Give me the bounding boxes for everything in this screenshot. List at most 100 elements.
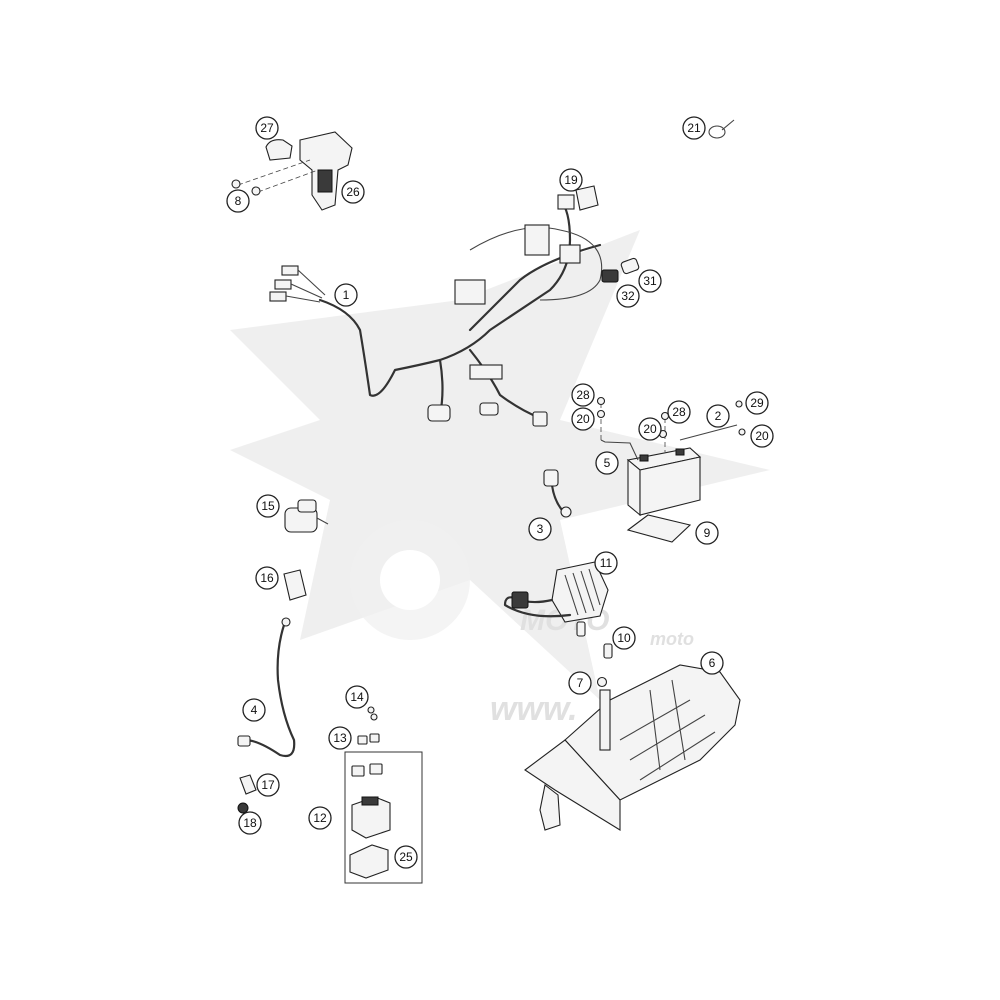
- callout-13: 13: [328, 726, 352, 750]
- callout-18: 18: [238, 811, 262, 835]
- main-wiring-harness: [269, 194, 603, 427]
- cable-tie-loop: [708, 125, 726, 139]
- svg-text:20: 20: [576, 412, 590, 426]
- callout-15: 15: [256, 494, 280, 518]
- nut-18: [237, 802, 249, 814]
- svg-text:5: 5: [604, 456, 611, 470]
- regulator-plug: [511, 591, 529, 609]
- regulator-fins: [564, 568, 601, 616]
- connector-19: [575, 185, 599, 211]
- callout-9: 9: [695, 521, 719, 545]
- svg-text:1: 1: [343, 288, 350, 302]
- callout-16: 16: [255, 566, 279, 590]
- switch-bracket-assembly: [231, 131, 353, 211]
- svg-text:19: 19: [564, 173, 578, 187]
- battery-terminal-neg: [639, 454, 649, 462]
- callout-4: 4: [242, 698, 266, 722]
- relay-15-cap: [297, 499, 317, 513]
- switch-27: [265, 139, 293, 161]
- callout-28-right: 28: [667, 400, 691, 424]
- fuse-12-b: [369, 763, 383, 775]
- fuse-13-b: [369, 733, 380, 743]
- callout-8: 8: [226, 189, 250, 213]
- sensors-31-32: [601, 257, 640, 283]
- bracket-26-detail: [317, 169, 333, 193]
- svg-text:16: 16: [260, 571, 274, 585]
- watermark-url: www.: [490, 690, 578, 728]
- callout-27: 27: [255, 116, 279, 140]
- svg-text:29: 29: [750, 396, 764, 410]
- svg-text:28: 28: [672, 405, 686, 419]
- svg-text:7: 7: [577, 676, 584, 690]
- battery-terminal-pos: [675, 448, 685, 456]
- svg-text:14: 14: [350, 690, 364, 704]
- tray-6-ribs: [619, 679, 716, 781]
- svg-text:32: 32: [621, 289, 635, 303]
- callout-11: 11: [594, 551, 618, 575]
- battery-cable-left: [600, 439, 639, 461]
- relay-group-12: [344, 751, 423, 884]
- harness-junction-3: [559, 244, 581, 264]
- callout-32: 32: [616, 284, 640, 308]
- callout-3: 3: [528, 517, 552, 541]
- battery-5-front: [627, 458, 641, 517]
- callout-2: 2: [706, 404, 730, 428]
- harness-junction-2: [524, 224, 550, 256]
- screw-8-a: [231, 179, 241, 189]
- screw-8-b: [251, 186, 261, 196]
- plug-14-b: [370, 713, 378, 721]
- tray-6-post: [599, 689, 611, 751]
- leader-8-a: [237, 159, 311, 186]
- sensor-3: [543, 469, 572, 518]
- harness-loop: [469, 227, 603, 301]
- callout-1: 1: [334, 283, 358, 307]
- callout-14: 14: [345, 685, 369, 709]
- bolt-2: [679, 424, 738, 441]
- sensor-3-plug: [543, 469, 559, 487]
- harness-branch-mid: [468, 348, 542, 420]
- svg-text:13: 13: [333, 731, 347, 745]
- svg-text:21: 21: [687, 121, 701, 135]
- callout-12: 12: [308, 806, 332, 830]
- washer-20-left: [596, 409, 606, 419]
- callout-10: 10: [612, 626, 636, 650]
- bracket-16: [283, 569, 307, 601]
- callout-19: 19: [559, 168, 583, 192]
- sensor-3-head: [560, 506, 572, 518]
- svg-text:8: 8: [235, 194, 242, 208]
- battery-5-side: [639, 456, 701, 516]
- fuse-13-a: [357, 735, 368, 745]
- callout-31: 31: [638, 269, 662, 293]
- callout-26: 26: [341, 180, 365, 204]
- connector-front-c: [532, 411, 548, 427]
- battery-pad-9: [626, 514, 692, 543]
- callout-20-left: 20: [571, 407, 595, 431]
- regulator-cable: [503, 596, 572, 618]
- connector-front-b: [479, 402, 499, 416]
- fuse-holder-a: [576, 621, 586, 637]
- watermark-circle-inner: [380, 550, 440, 610]
- screw-7: [596, 676, 608, 688]
- svg-text:12: 12: [313, 811, 327, 825]
- battery-assembly: [596, 396, 746, 543]
- harness-junction-1: [454, 279, 486, 305]
- connector-top: [557, 194, 575, 210]
- svg-text:26: 26: [346, 185, 360, 199]
- connector-19-body: [575, 185, 599, 211]
- connector-left-2: [274, 279, 292, 290]
- relay-15: [284, 499, 329, 533]
- wires-left: [285, 269, 326, 303]
- cap-17: [239, 774, 257, 795]
- connector-left-1: [281, 265, 299, 276]
- bolt-28-left: [596, 396, 606, 406]
- small-parts-13-14: [357, 706, 380, 745]
- tray-6-side: [524, 739, 621, 831]
- callout-21: 21: [682, 116, 706, 140]
- svg-text:6: 6: [709, 656, 716, 670]
- sensor-31: [620, 257, 640, 275]
- nut-29: [735, 400, 743, 408]
- ground-cable-4-eye-top: [281, 617, 291, 627]
- callout-20-mid: 20: [638, 417, 662, 441]
- callout-28-left: 28: [571, 383, 595, 407]
- svg-text:20: 20: [643, 422, 657, 436]
